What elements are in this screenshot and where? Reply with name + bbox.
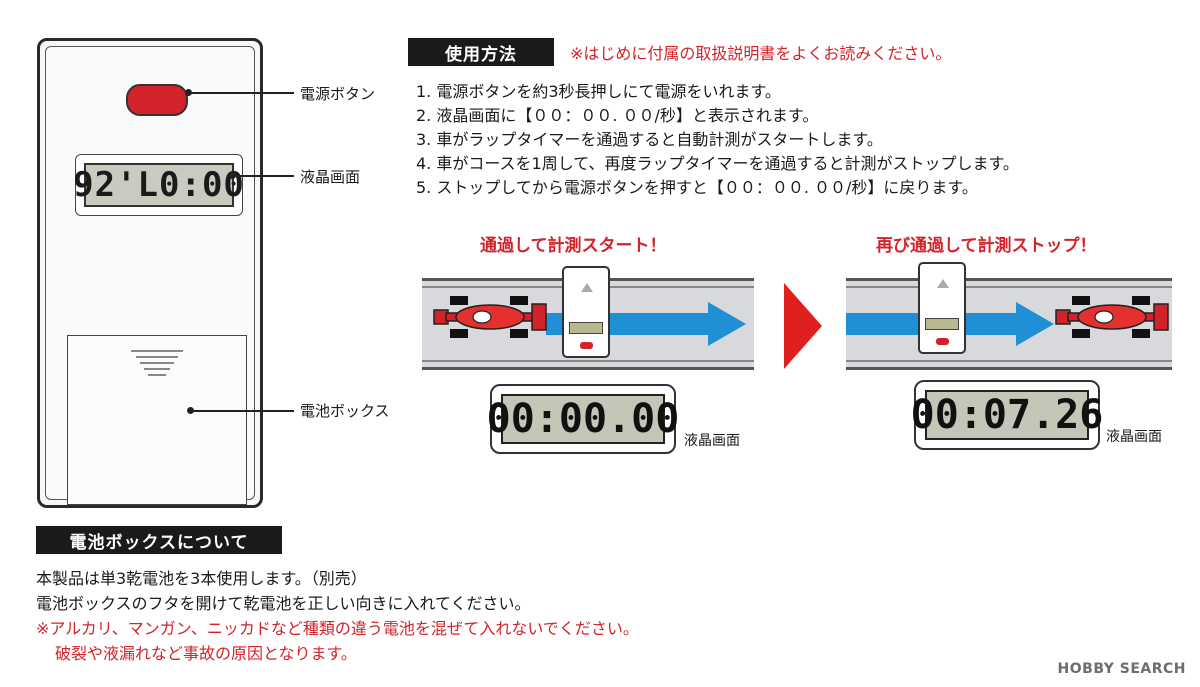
device-illustration: 92'L0:00 bbox=[37, 38, 263, 508]
lcd-start-display: 00:00.00 bbox=[486, 394, 680, 444]
callout-line bbox=[233, 175, 294, 177]
lcd-label: 液晶画面 bbox=[300, 168, 361, 186]
scene-stop-title: 再び通過して計測ストップ！ bbox=[876, 236, 1097, 256]
usage-step: 5. ストップしてから電源ボタンを押すと【００：００. ００/秒】に戻ります。 bbox=[416, 178, 978, 197]
lap-timer-sensor bbox=[937, 279, 949, 288]
lap-timer-icon bbox=[918, 262, 966, 354]
lcd-stop-display: 00:07.26 bbox=[910, 390, 1104, 440]
usage-step: 2. 液晶画面に【００：００. ００/秒】と表示されます。 bbox=[416, 106, 819, 125]
lcd-start-caption: 液晶画面 bbox=[684, 433, 740, 449]
lap-timer-mini-button bbox=[936, 338, 949, 345]
lap-timer-mini-lcd bbox=[925, 318, 959, 330]
usage-step: 1. 電源ボタンを約3秒長押しにて電源をいれます。 bbox=[416, 82, 781, 101]
usage-steps: 1. 電源ボタンを約3秒長押しにて電源をいれます。 2. 液晶画面に【００：００… bbox=[416, 80, 1019, 200]
power-button-illustration bbox=[126, 84, 188, 116]
battery-grip-line bbox=[131, 350, 183, 352]
battery-box-illustration bbox=[67, 335, 247, 505]
callout-line bbox=[191, 410, 294, 412]
usage-step: 4. 車がコースを1周して、再度ラップタイマーを通過すると計測がストップします。 bbox=[416, 154, 1019, 173]
lap-timer-sensor bbox=[581, 283, 593, 292]
callout-line bbox=[189, 92, 294, 94]
car-icon bbox=[433, 296, 547, 338]
lcd-stop-frame: 00:07.26 bbox=[910, 380, 1104, 450]
battery-grip-line bbox=[136, 356, 178, 358]
watermark: HOBBY SEARCH bbox=[1057, 661, 1186, 677]
lap-timer-icon bbox=[562, 266, 610, 358]
battery-header: 電池ボックスについて bbox=[36, 526, 282, 554]
lcd-stop-caption: 液晶画面 bbox=[1106, 429, 1162, 445]
callout-dot bbox=[185, 89, 192, 96]
chevron-right-icon bbox=[784, 283, 822, 369]
battery-box-label: 電池ボックス bbox=[300, 402, 390, 420]
arrow-right-head bbox=[1016, 302, 1054, 346]
power-button-label: 電源ボタン bbox=[300, 85, 376, 103]
usage-header: 使用方法 bbox=[408, 38, 554, 66]
callout-dot bbox=[187, 407, 194, 414]
callout-dot bbox=[229, 172, 236, 179]
lap-timer-mini-button bbox=[580, 342, 593, 349]
usage-notice: ※はじめに付属の取扱説明書をよくお読みください。 bbox=[570, 44, 952, 63]
battery-warning: ※アルカリ、マンガン、ニッカドなど種類の違う電池を混ぜて入れないでください。 bbox=[36, 619, 639, 638]
battery-warning: 破裂や液漏れなど事故の原因となります。 bbox=[55, 644, 357, 663]
battery-notes: 本製品は単3乾電池を3本使用します。（別売） 電池ボックスのフタを開けて乾電池を… bbox=[36, 566, 639, 666]
scene-start-title: 通過して計測スタート！ bbox=[480, 236, 667, 256]
usage-step: 3. 車がラップタイマーを通過すると自動計測がスタートします。 bbox=[416, 130, 883, 149]
car-icon bbox=[1055, 296, 1169, 338]
lap-timer-mini-lcd bbox=[569, 322, 603, 334]
battery-note: 電池ボックスのフタを開けて乾電池を正しい向きに入れてください。 bbox=[36, 594, 531, 613]
device-lcd-display: 92'L0:00 bbox=[73, 163, 245, 207]
battery-grip-line bbox=[144, 368, 170, 370]
arrow-right-head bbox=[708, 302, 746, 346]
battery-note: 本製品は単3乾電池を3本使用します。（別売） bbox=[36, 569, 367, 588]
device-body: 92'L0:00 bbox=[45, 46, 255, 505]
device-lcd-frame: 92'L0:00 bbox=[73, 154, 245, 216]
lcd-start-frame: 00:00.00 bbox=[486, 384, 680, 454]
battery-grip-line bbox=[140, 362, 174, 364]
battery-grip-line bbox=[148, 374, 166, 376]
